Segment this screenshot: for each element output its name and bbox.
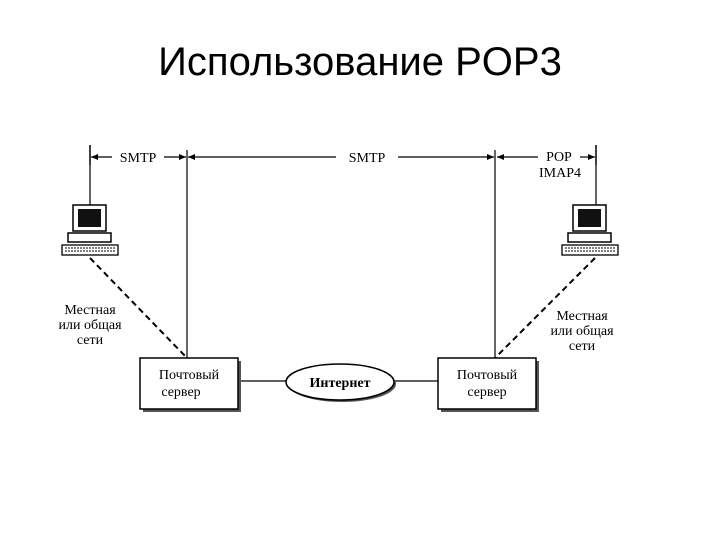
net-left-line-1: Местная [64,303,116,318]
label-smtp-left: SMTP [120,151,157,166]
label-imap4: IMAP4 [539,166,581,181]
internet-cloud: Интернет [285,363,396,402]
server-left-line-2: сервер [161,385,200,400]
network-link-right [494,257,596,359]
mail-server-right: Почтовый сервер [437,357,539,412]
server-left-line-1: Почтовый [159,368,220,383]
net-left-line-3: сети [77,333,104,348]
slide-title: Использование POP3 [158,40,562,84]
label-smtp-mid: SMTP [349,151,386,166]
server-right-line-1: Почтовый [457,368,518,383]
computer-icon [561,204,619,256]
net-right-line-2: или общая [550,324,614,339]
label-pop: POP [546,150,572,165]
server-right-line-2: сервер [467,385,506,400]
computer-icon [61,204,119,256]
network-link-left [89,257,188,359]
internet-label: Интернет [310,376,371,391]
net-right-line-3: сети [569,339,596,354]
net-left-line-2: или общая [58,318,122,333]
mail-server-left: Почтовый сервер [139,357,241,412]
net-right-line-1: Местная [556,309,608,324]
